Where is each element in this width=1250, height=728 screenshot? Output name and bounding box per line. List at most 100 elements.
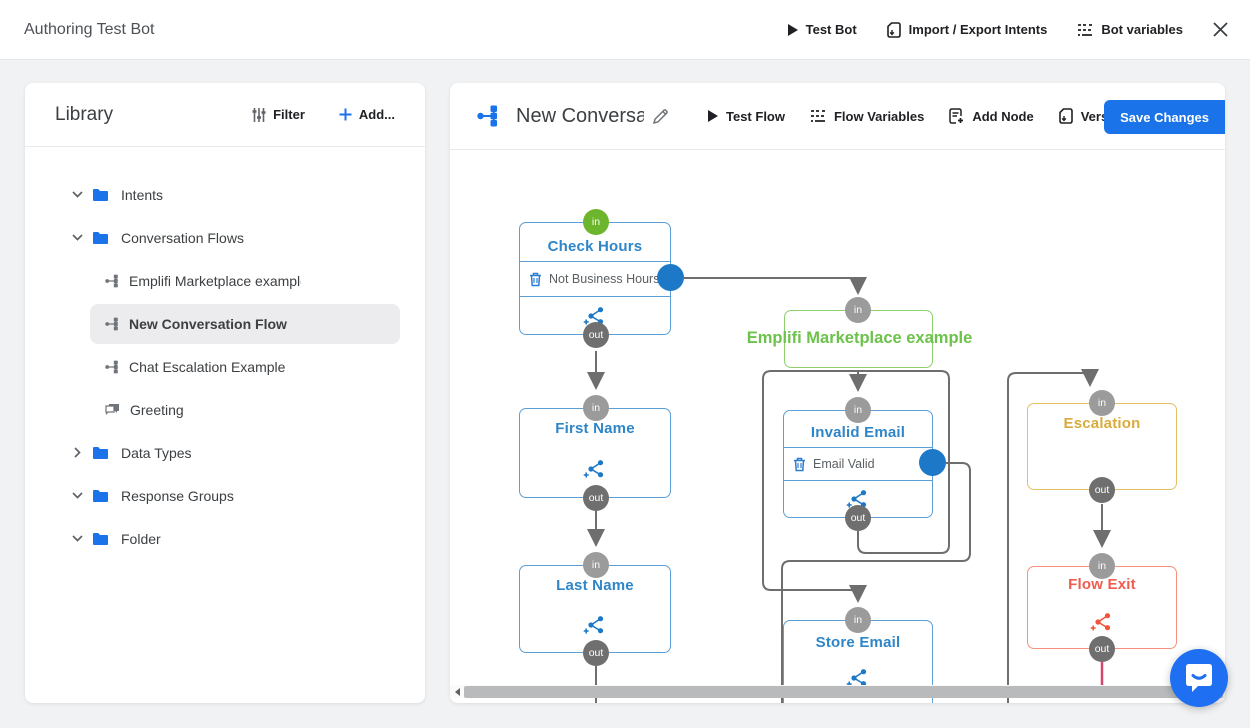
condition-not-business-hours[interactable]: Not Business Hours xyxy=(520,261,670,297)
flow-icon xyxy=(476,103,502,129)
test-bot-button[interactable]: Test Bot xyxy=(787,22,857,37)
top-bar: Authoring Test Bot Test Bot Import / Exp… xyxy=(0,0,1250,60)
port-in[interactable]: in xyxy=(583,552,609,578)
port-in[interactable]: in xyxy=(583,395,609,421)
library-tree: Intents Conversation Flows xyxy=(25,147,425,560)
flow-connectors xyxy=(587,277,1111,703)
variables-icon xyxy=(1077,23,1093,37)
add-node-button[interactable]: Add Node xyxy=(949,108,1034,124)
node-title: Check Hours xyxy=(547,238,643,255)
scroll-left-icon[interactable] xyxy=(450,687,464,696)
connection-point[interactable] xyxy=(657,264,684,291)
flow-canvas[interactable]: Check Hours Not Business Hours xyxy=(450,150,1225,703)
file-arrow-icon xyxy=(886,21,901,38)
share-plus-icon xyxy=(846,667,870,688)
chevron-down-icon[interactable] xyxy=(70,492,84,499)
chevron-down-icon[interactable] xyxy=(70,535,84,542)
node-first-name[interactable]: First Name xyxy=(519,408,671,498)
chevron-down-icon[interactable] xyxy=(70,234,84,241)
port-out[interactable]: out xyxy=(583,640,609,666)
node-title: Invalid Email xyxy=(810,424,906,441)
scrollbar-thumb[interactable] xyxy=(464,685,1223,698)
file-arrow-icon xyxy=(1058,108,1073,124)
node-title: Last Name xyxy=(556,577,634,594)
add-button[interactable]: Add... xyxy=(339,107,395,122)
folder-icon xyxy=(92,188,109,202)
add-connection-area[interactable] xyxy=(520,297,670,334)
port-in[interactable]: in xyxy=(845,397,871,423)
port-out[interactable]: out xyxy=(845,505,871,531)
trash-icon[interactable] xyxy=(793,457,806,472)
share-plus-icon xyxy=(583,614,607,635)
node-title: First Name xyxy=(555,420,635,437)
port-out[interactable]: out xyxy=(583,485,609,511)
library-panel: Library Filter xyxy=(25,83,425,703)
bot-variables-button[interactable]: Bot variables xyxy=(1077,22,1183,37)
tree-item-folder[interactable]: Folder xyxy=(25,517,425,560)
node-title: Emplifi Marketplace example xyxy=(746,329,973,347)
node-title: Escalation xyxy=(1063,415,1141,432)
add-connection-area[interactable] xyxy=(520,443,670,493)
trash-icon[interactable] xyxy=(529,272,542,287)
variables-icon xyxy=(810,109,826,123)
node-invalid-email[interactable]: Invalid Email Email Valid xyxy=(783,410,933,518)
add-connection-area[interactable] xyxy=(520,600,670,648)
flow-editor-panel: New Conversation Flow Test Flow xyxy=(450,83,1225,703)
library-actions: Filter Add... xyxy=(252,107,395,122)
chevron-right-icon[interactable] xyxy=(70,447,84,458)
import-export-intents-button[interactable]: Import / Export Intents xyxy=(886,21,1047,38)
filter-icon xyxy=(252,107,266,122)
canvas-horizontal-scrollbar[interactable] xyxy=(450,685,1225,698)
topbar-actions: Test Bot Import / Export Intents xyxy=(787,21,1228,38)
port-in[interactable]: in xyxy=(845,607,871,633)
port-out[interactable]: out xyxy=(583,322,609,348)
node-check-hours[interactable]: Check Hours Not Business Hours xyxy=(519,222,671,335)
tree-item-new-conversation-flow[interactable]: New Conversation Flow xyxy=(25,302,425,345)
messenger-icon xyxy=(1184,662,1214,694)
add-connection-area[interactable] xyxy=(784,657,932,697)
flow-editor-header: New Conversation Flow Test Flow xyxy=(450,83,1225,150)
folder-icon xyxy=(92,446,109,460)
port-out[interactable]: out xyxy=(1089,477,1115,503)
folder-icon xyxy=(92,231,109,245)
port-out[interactable]: out xyxy=(1089,636,1115,662)
connection-point[interactable] xyxy=(919,449,946,476)
port-in[interactable]: in xyxy=(1089,390,1115,416)
node-flow-exit[interactable]: Flow Exit xyxy=(1027,566,1177,649)
node-title: Flow Exit xyxy=(1068,576,1136,593)
bot-title: Authoring Test Bot xyxy=(24,20,155,38)
flow-icon xyxy=(105,274,119,288)
flow-variables-button[interactable]: Flow Variables xyxy=(810,109,924,124)
test-flow-button[interactable]: Test Flow xyxy=(707,109,785,124)
edit-pencil-icon[interactable] xyxy=(652,108,669,125)
add-connection-area[interactable] xyxy=(1028,599,1176,643)
node-title: Store Email xyxy=(815,634,901,651)
library-title: Library xyxy=(55,103,114,125)
port-in[interactable]: in xyxy=(583,209,609,235)
port-in[interactable]: in xyxy=(1089,553,1115,579)
share-plus-icon xyxy=(583,305,607,326)
play-icon xyxy=(707,110,718,122)
chevron-down-icon[interactable] xyxy=(70,191,84,198)
tree-item-data-types[interactable]: Data Types xyxy=(25,431,425,474)
plus-icon xyxy=(339,108,352,121)
play-icon xyxy=(787,23,798,36)
node-escalation[interactable]: Escalation xyxy=(1027,403,1177,490)
document-plus-icon xyxy=(949,108,964,124)
close-icon[interactable] xyxy=(1213,22,1228,37)
port-in[interactable]: in xyxy=(845,297,871,323)
tree-item-intents[interactable]: Intents xyxy=(25,173,425,216)
library-header: Library Filter xyxy=(25,83,425,147)
tree-item-greeting[interactable]: Greeting xyxy=(25,388,425,431)
tree-item-chat-escalation-example[interactable]: Chat Escalation Example xyxy=(25,345,425,388)
save-changes-button[interactable]: Save Changes xyxy=(1104,100,1225,134)
chat-widget-button[interactable] xyxy=(1170,649,1228,707)
condition-email-valid[interactable]: Email Valid xyxy=(784,447,932,481)
tree-item-emplifi-marketplace[interactable]: Emplifi Marketplace example xyxy=(25,259,425,302)
flow-icon xyxy=(105,317,119,331)
filter-button[interactable]: Filter xyxy=(252,107,305,122)
folder-icon xyxy=(92,532,109,546)
tree-item-response-groups[interactable]: Response Groups xyxy=(25,474,425,517)
tree-item-conversation-flows[interactable]: Conversation Flows xyxy=(25,216,425,259)
